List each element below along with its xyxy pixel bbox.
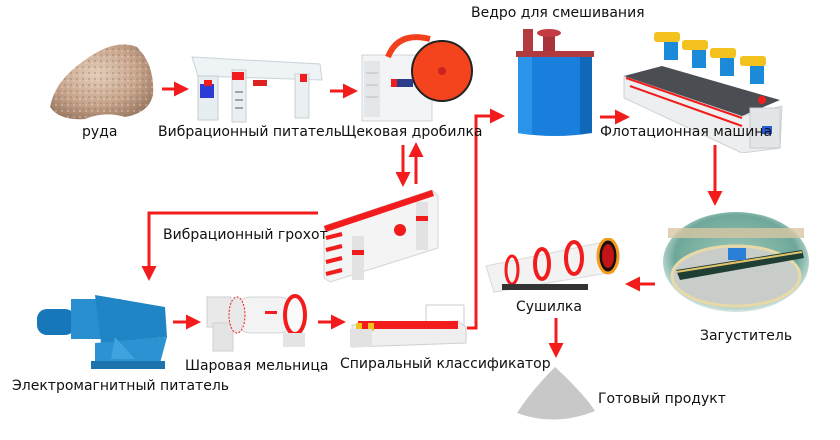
- node-spiral-classifier: [346, 303, 468, 351]
- node-jaw-crusher: [358, 25, 476, 127]
- node-thickener: [662, 210, 810, 315]
- jaw-crusher-icon: [361, 34, 473, 122]
- label-mixing-tank: Ведро для смешивания: [471, 5, 645, 21]
- label-jaw-crusher: Щековая дробилка: [341, 124, 483, 140]
- label-vibrating-feeder: Вибрационный питатель: [158, 124, 342, 140]
- node-vibrating-screen: [322, 188, 442, 284]
- vibrating-screen-icon: [323, 189, 439, 283]
- product-pile-icon: [517, 367, 595, 420]
- label-final-product: Готовый продукт: [598, 391, 726, 407]
- arrow-screen-to-emfeeder: [141, 211, 318, 281]
- label-thickener: Загуститель: [700, 328, 793, 344]
- ore-rock-icon: [50, 44, 154, 120]
- label-flotation-machine: Флотационная машина: [600, 124, 773, 140]
- flotation-machine-icon: [623, 32, 783, 154]
- mixing-tank-icon: [516, 29, 594, 136]
- label-vibrating-screen: Вибрационный грохот: [163, 227, 328, 243]
- label-ore: руда: [82, 124, 118, 140]
- label-dryer: Сушилка: [516, 299, 582, 315]
- label-electromagnetic-feeder: Электромагнитный питатель: [12, 378, 230, 394]
- node-final-product: [515, 365, 597, 423]
- spiral-classifier-icon: [350, 304, 467, 348]
- node-ore: [45, 35, 160, 125]
- node-electromagnetic-feeder: [35, 287, 170, 372]
- arrow-classifier-to-tank: [467, 108, 505, 330]
- electromagnetic-feeder-icon: [37, 295, 167, 369]
- node-vibrating-feeder: [190, 52, 330, 124]
- ball-mill-icon: [206, 294, 307, 352]
- node-dryer: [484, 237, 624, 296]
- node-flotation-machine: [622, 28, 790, 154]
- node-mixing-tank: [510, 25, 600, 137]
- vibrating-feeder-icon: [191, 56, 323, 123]
- node-ball-mill: [205, 293, 313, 353]
- label-ball-mill: Шаровая мельница: [185, 358, 329, 374]
- label-spiral-classifier: Спиральный классификатор: [340, 356, 551, 372]
- rotary-dryer-icon: [485, 237, 620, 293]
- thickener-icon: [663, 212, 809, 312]
